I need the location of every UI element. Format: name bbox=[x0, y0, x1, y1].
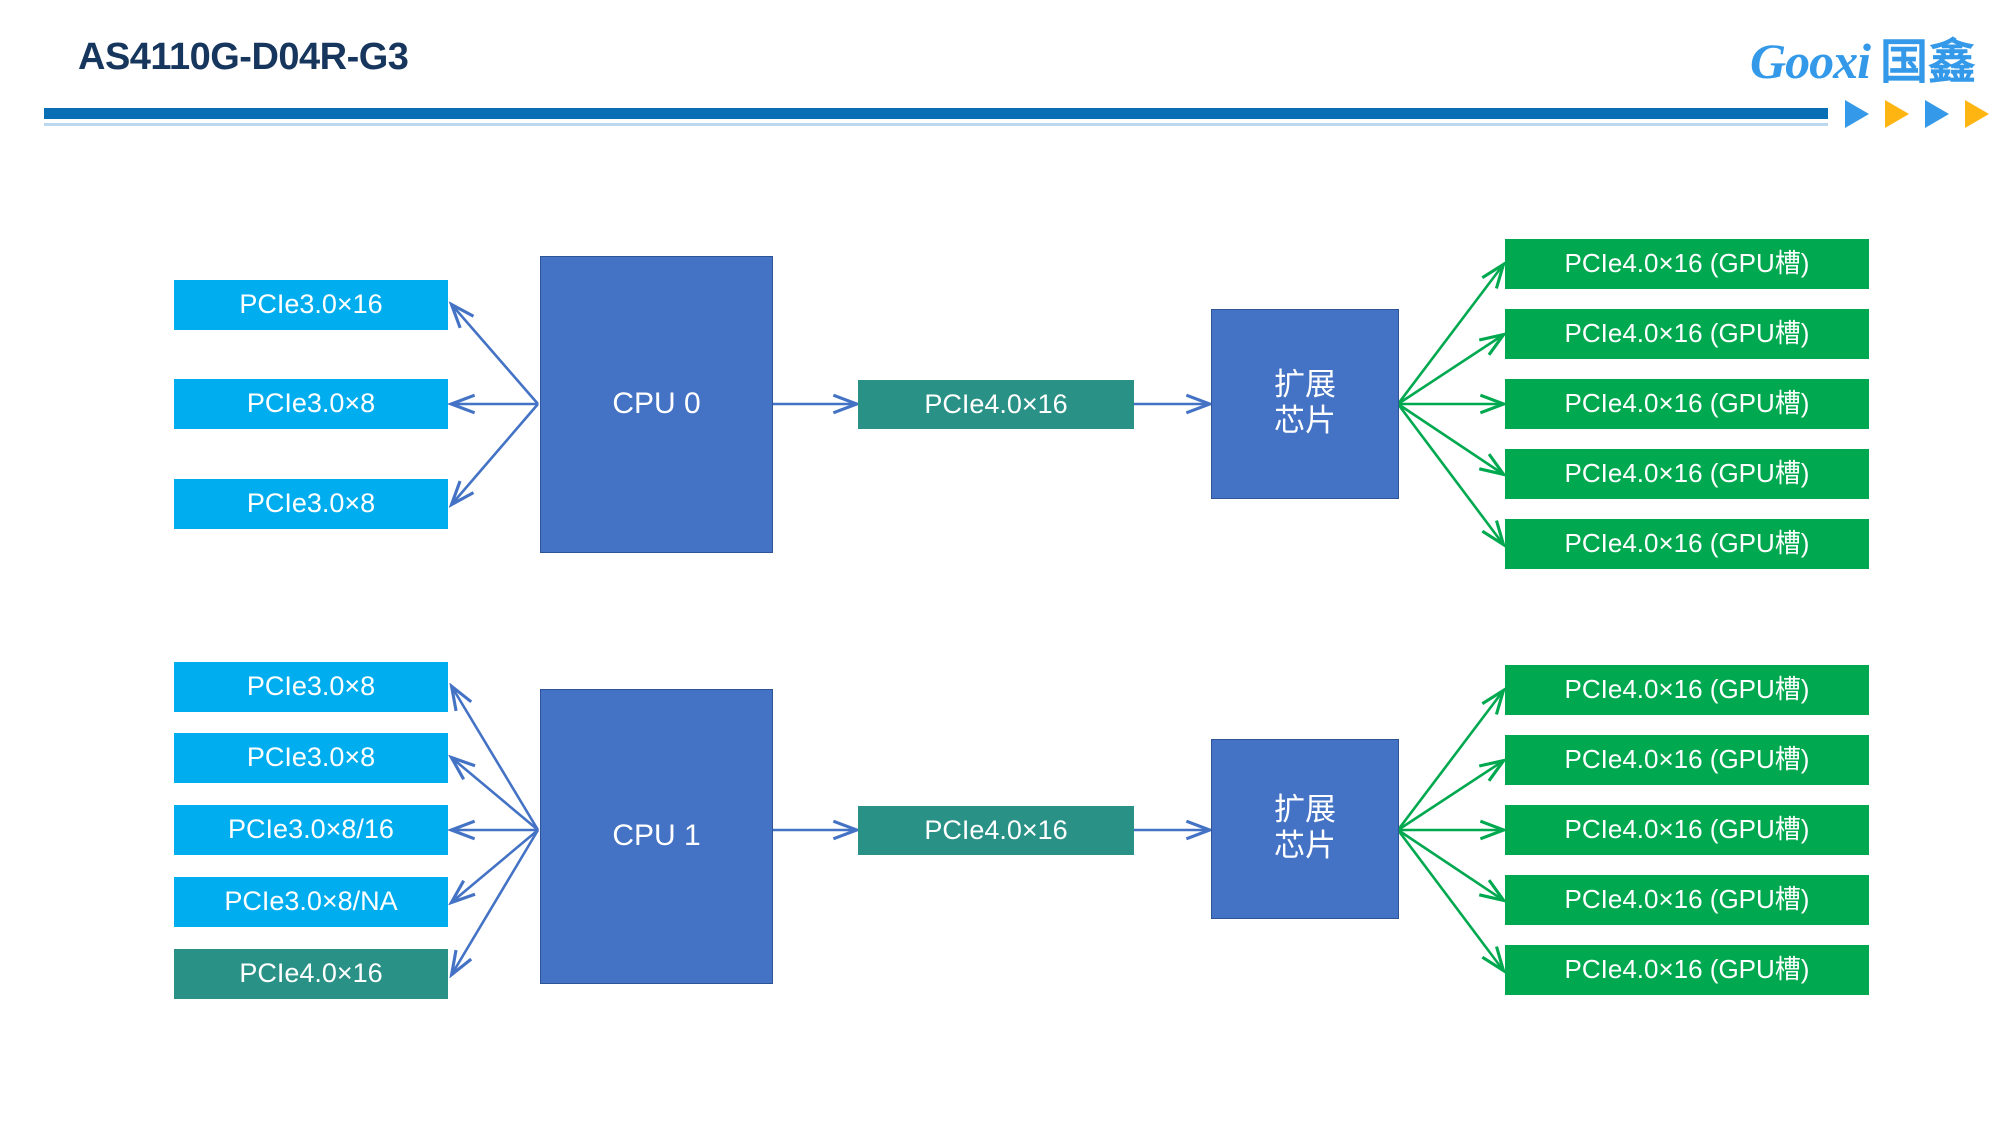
gpu-slot-label: PCIe4.0×16 (GPU槽) bbox=[1564, 388, 1810, 419]
gpu-slot-box[interactable]: PCIe4.0×16 (GPU槽) bbox=[1505, 519, 1869, 569]
pcie-slot-box[interactable]: PCIe3.0×8/16 bbox=[174, 805, 448, 855]
brand-name-cjk: 国鑫 bbox=[1879, 34, 1976, 90]
pcie-slot-label: PCIe3.0×8/16 bbox=[228, 814, 394, 845]
expansion-chip-0-label-line1: 扩展 bbox=[1274, 367, 1336, 404]
pcie-slot-box[interactable]: PCIe3.0×8 bbox=[174, 379, 448, 429]
triangle-icon-4 bbox=[1965, 100, 1989, 128]
cpu0-uplink-box[interactable]: PCIe4.0×16 bbox=[858, 380, 1134, 429]
gpu-slot-box[interactable]: PCIe4.0×16 (GPU槽) bbox=[1505, 805, 1869, 855]
pcie-slot-label: PCIe3.0×8 bbox=[246, 388, 376, 419]
gpu-slot-label: PCIe4.0×16 (GPU槽) bbox=[1564, 248, 1810, 279]
pcie-slot-label: PCIe3.0×16 bbox=[239, 289, 383, 320]
gpu-slot-box[interactable]: PCIe4.0×16 (GPU槽) bbox=[1505, 239, 1869, 289]
gpu-slot-label: PCIe4.0×16 (GPU槽) bbox=[1564, 954, 1810, 985]
gpu-slot-label: PCIe4.0×16 (GPU槽) bbox=[1564, 884, 1810, 915]
pcie-slot-box[interactable]: PCIe3.0×8 bbox=[174, 733, 448, 783]
pcie-slot-label: PCIe3.0×8/NA bbox=[224, 886, 398, 917]
cpu1-label: CPU 1 bbox=[612, 819, 701, 853]
expansion-chip-0-box[interactable]: 扩展 芯片 bbox=[1211, 309, 1399, 499]
gpu-slot-box[interactable]: PCIe4.0×16 (GPU槽) bbox=[1505, 665, 1869, 715]
pcie-slot-label: PCIe3.0×8 bbox=[246, 671, 376, 702]
cpu1-uplink-box[interactable]: PCIe4.0×16 bbox=[858, 806, 1134, 855]
gpu-slot-label: PCIe4.0×16 (GPU槽) bbox=[1564, 458, 1810, 489]
gpu-slot-box[interactable]: PCIe4.0×16 (GPU槽) bbox=[1505, 309, 1869, 359]
gpu-slot-box[interactable]: PCIe4.0×16 (GPU槽) bbox=[1505, 875, 1869, 925]
gpu-slot-label: PCIe4.0×16 (GPU槽) bbox=[1564, 528, 1810, 559]
pcie-slot-box[interactable]: PCIe3.0×8 bbox=[174, 479, 448, 529]
header-divider-thin bbox=[44, 123, 1828, 126]
gpu-slot-label: PCIe4.0×16 (GPU槽) bbox=[1564, 744, 1810, 775]
cpu0-label: CPU 0 bbox=[612, 387, 701, 421]
gpu-slot-label: PCIe4.0×16 (GPU槽) bbox=[1564, 318, 1810, 349]
expansion-chip-1-label-line2: 芯片 bbox=[1274, 828, 1336, 864]
cpu0-uplink-label: PCIe4.0×16 bbox=[924, 388, 1068, 419]
expansion-chip-1-box[interactable]: 扩展 芯片 bbox=[1211, 739, 1399, 919]
pcie-slot-label: PCIe3.0×8 bbox=[246, 488, 376, 519]
expansion-chip-1-label-line1: 扩展 bbox=[1274, 792, 1336, 829]
pcie-slot-box[interactable]: PCIe3.0×16 bbox=[174, 280, 448, 330]
expansion-chip-0-label-line2: 芯片 bbox=[1274, 403, 1336, 439]
header-divider-bar bbox=[44, 108, 1828, 119]
gpu-slot-box[interactable]: PCIe4.0×16 (GPU槽) bbox=[1505, 945, 1869, 995]
pcie-slot-box[interactable]: PCIe3.0×8/NA bbox=[174, 877, 448, 927]
pcie-slot-label: PCIe3.0×8 bbox=[246, 742, 376, 773]
gpu-slot-box[interactable]: PCIe4.0×16 (GPU槽) bbox=[1505, 379, 1869, 429]
brand-name-latin: Gooxi bbox=[1749, 33, 1871, 89]
gpu-slot-box[interactable]: PCIe4.0×16 (GPU槽) bbox=[1505, 735, 1869, 785]
gpu-slot-label: PCIe4.0×16 (GPU槽) bbox=[1564, 814, 1810, 845]
page-title: AS4110G-D04R-G3 bbox=[78, 36, 409, 78]
pcie-slot-box[interactable]: PCIe3.0×8 bbox=[174, 662, 448, 712]
triangle-icon-1 bbox=[1845, 100, 1869, 128]
cpu1-uplink-label: PCIe4.0×16 bbox=[924, 814, 1068, 845]
gpu-slot-label: PCIe4.0×16 (GPU槽) bbox=[1564, 674, 1810, 705]
triangle-icon-3 bbox=[1925, 100, 1949, 128]
cpu0-box[interactable]: CPU 0 bbox=[540, 256, 773, 553]
pcie-slot-label: PCIe4.0×16 bbox=[239, 958, 383, 989]
pcie-slot-box[interactable]: PCIe4.0×16 bbox=[174, 949, 448, 999]
cpu1-box[interactable]: CPU 1 bbox=[540, 689, 773, 984]
gpu-slot-box[interactable]: PCIe4.0×16 (GPU槽) bbox=[1505, 449, 1869, 499]
triangle-icon-2 bbox=[1885, 100, 1909, 128]
header-triangle-decorations bbox=[1845, 100, 1989, 128]
